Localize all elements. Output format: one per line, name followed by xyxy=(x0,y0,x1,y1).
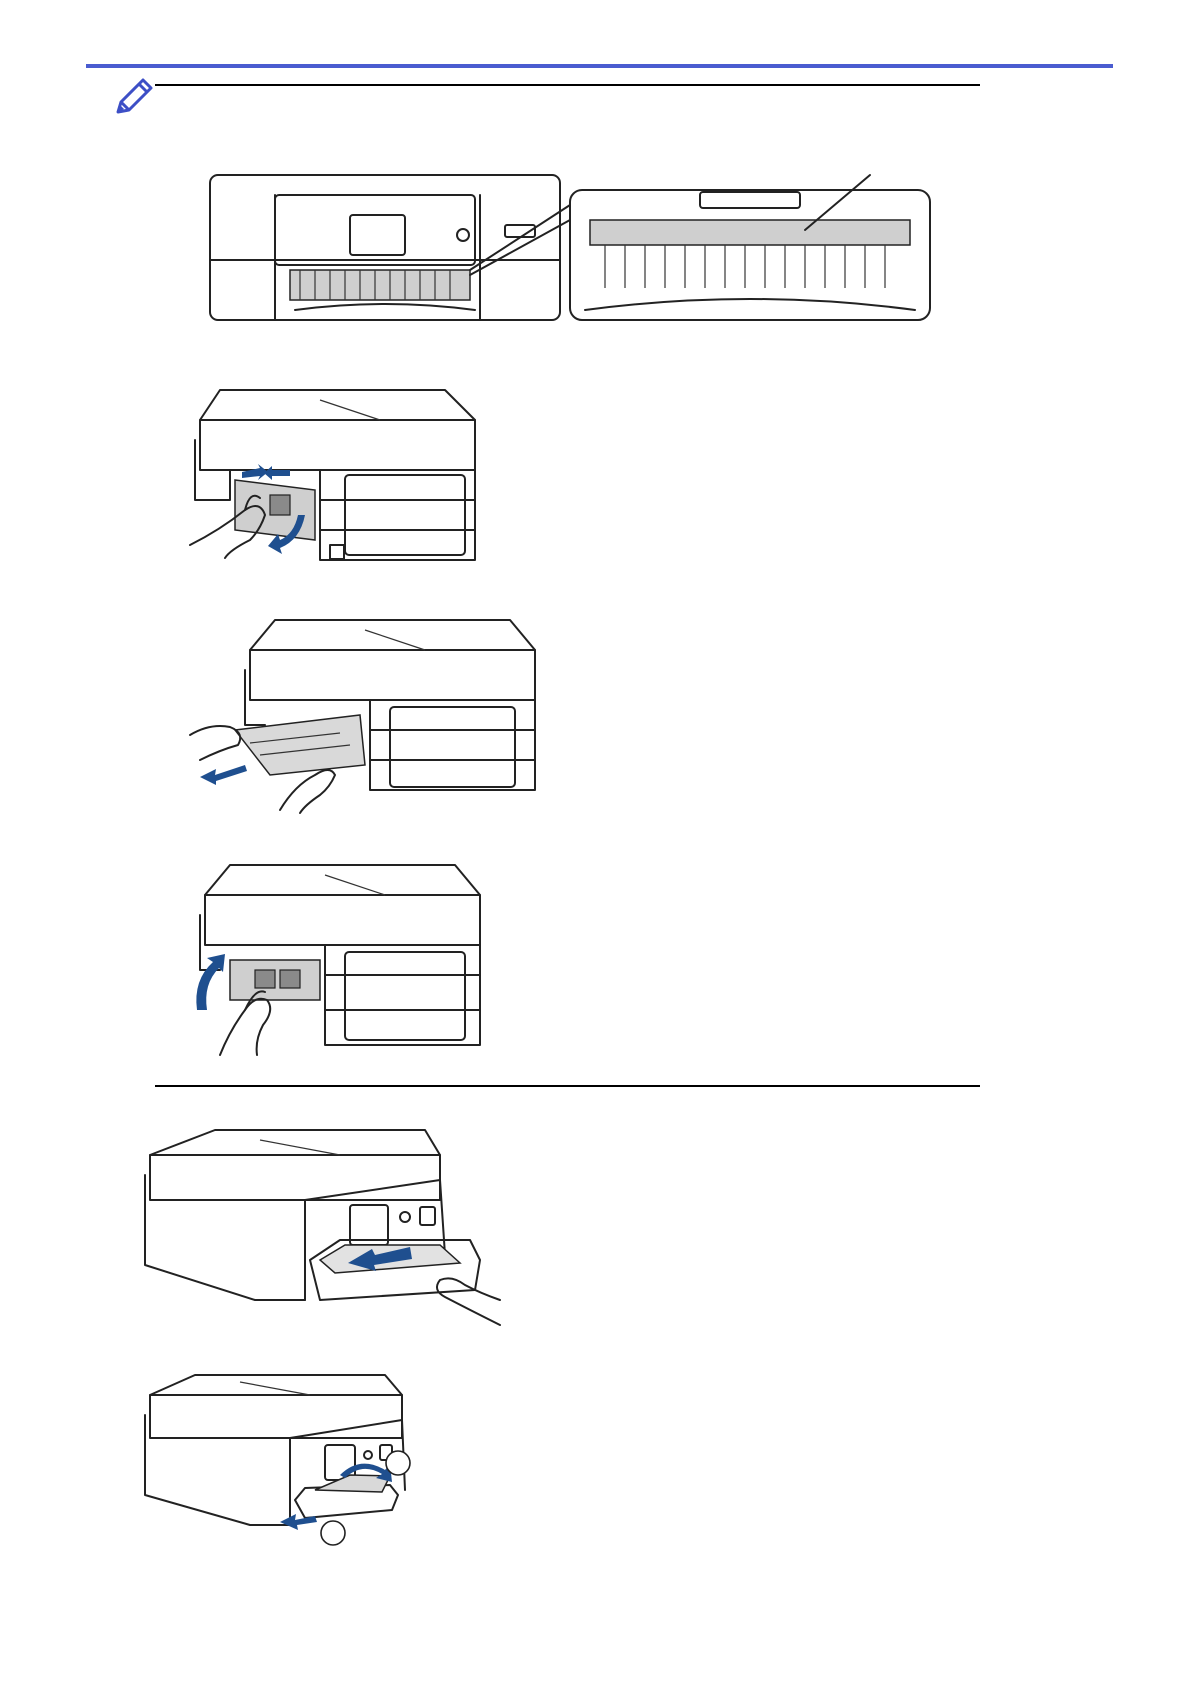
printer-front-jam-area-detail xyxy=(205,170,935,325)
callout-2-marker xyxy=(321,1521,345,1545)
header-rule xyxy=(86,64,1113,68)
note-bottom-rule xyxy=(155,1085,980,1087)
printer-front-push-paper-tray-in xyxy=(140,1125,500,1325)
printer-back-open-jam-clear-cover xyxy=(190,380,490,565)
printer-back-close-jam-clear-cover xyxy=(185,860,495,1060)
printer-front-pull-out-paper-support-unfold-flap xyxy=(140,1370,420,1545)
note-top-rule xyxy=(155,84,980,86)
callout-1-marker xyxy=(386,1451,410,1475)
printer-back-pull-out-jammed-paper xyxy=(190,615,540,815)
pencil-icon xyxy=(110,76,158,118)
